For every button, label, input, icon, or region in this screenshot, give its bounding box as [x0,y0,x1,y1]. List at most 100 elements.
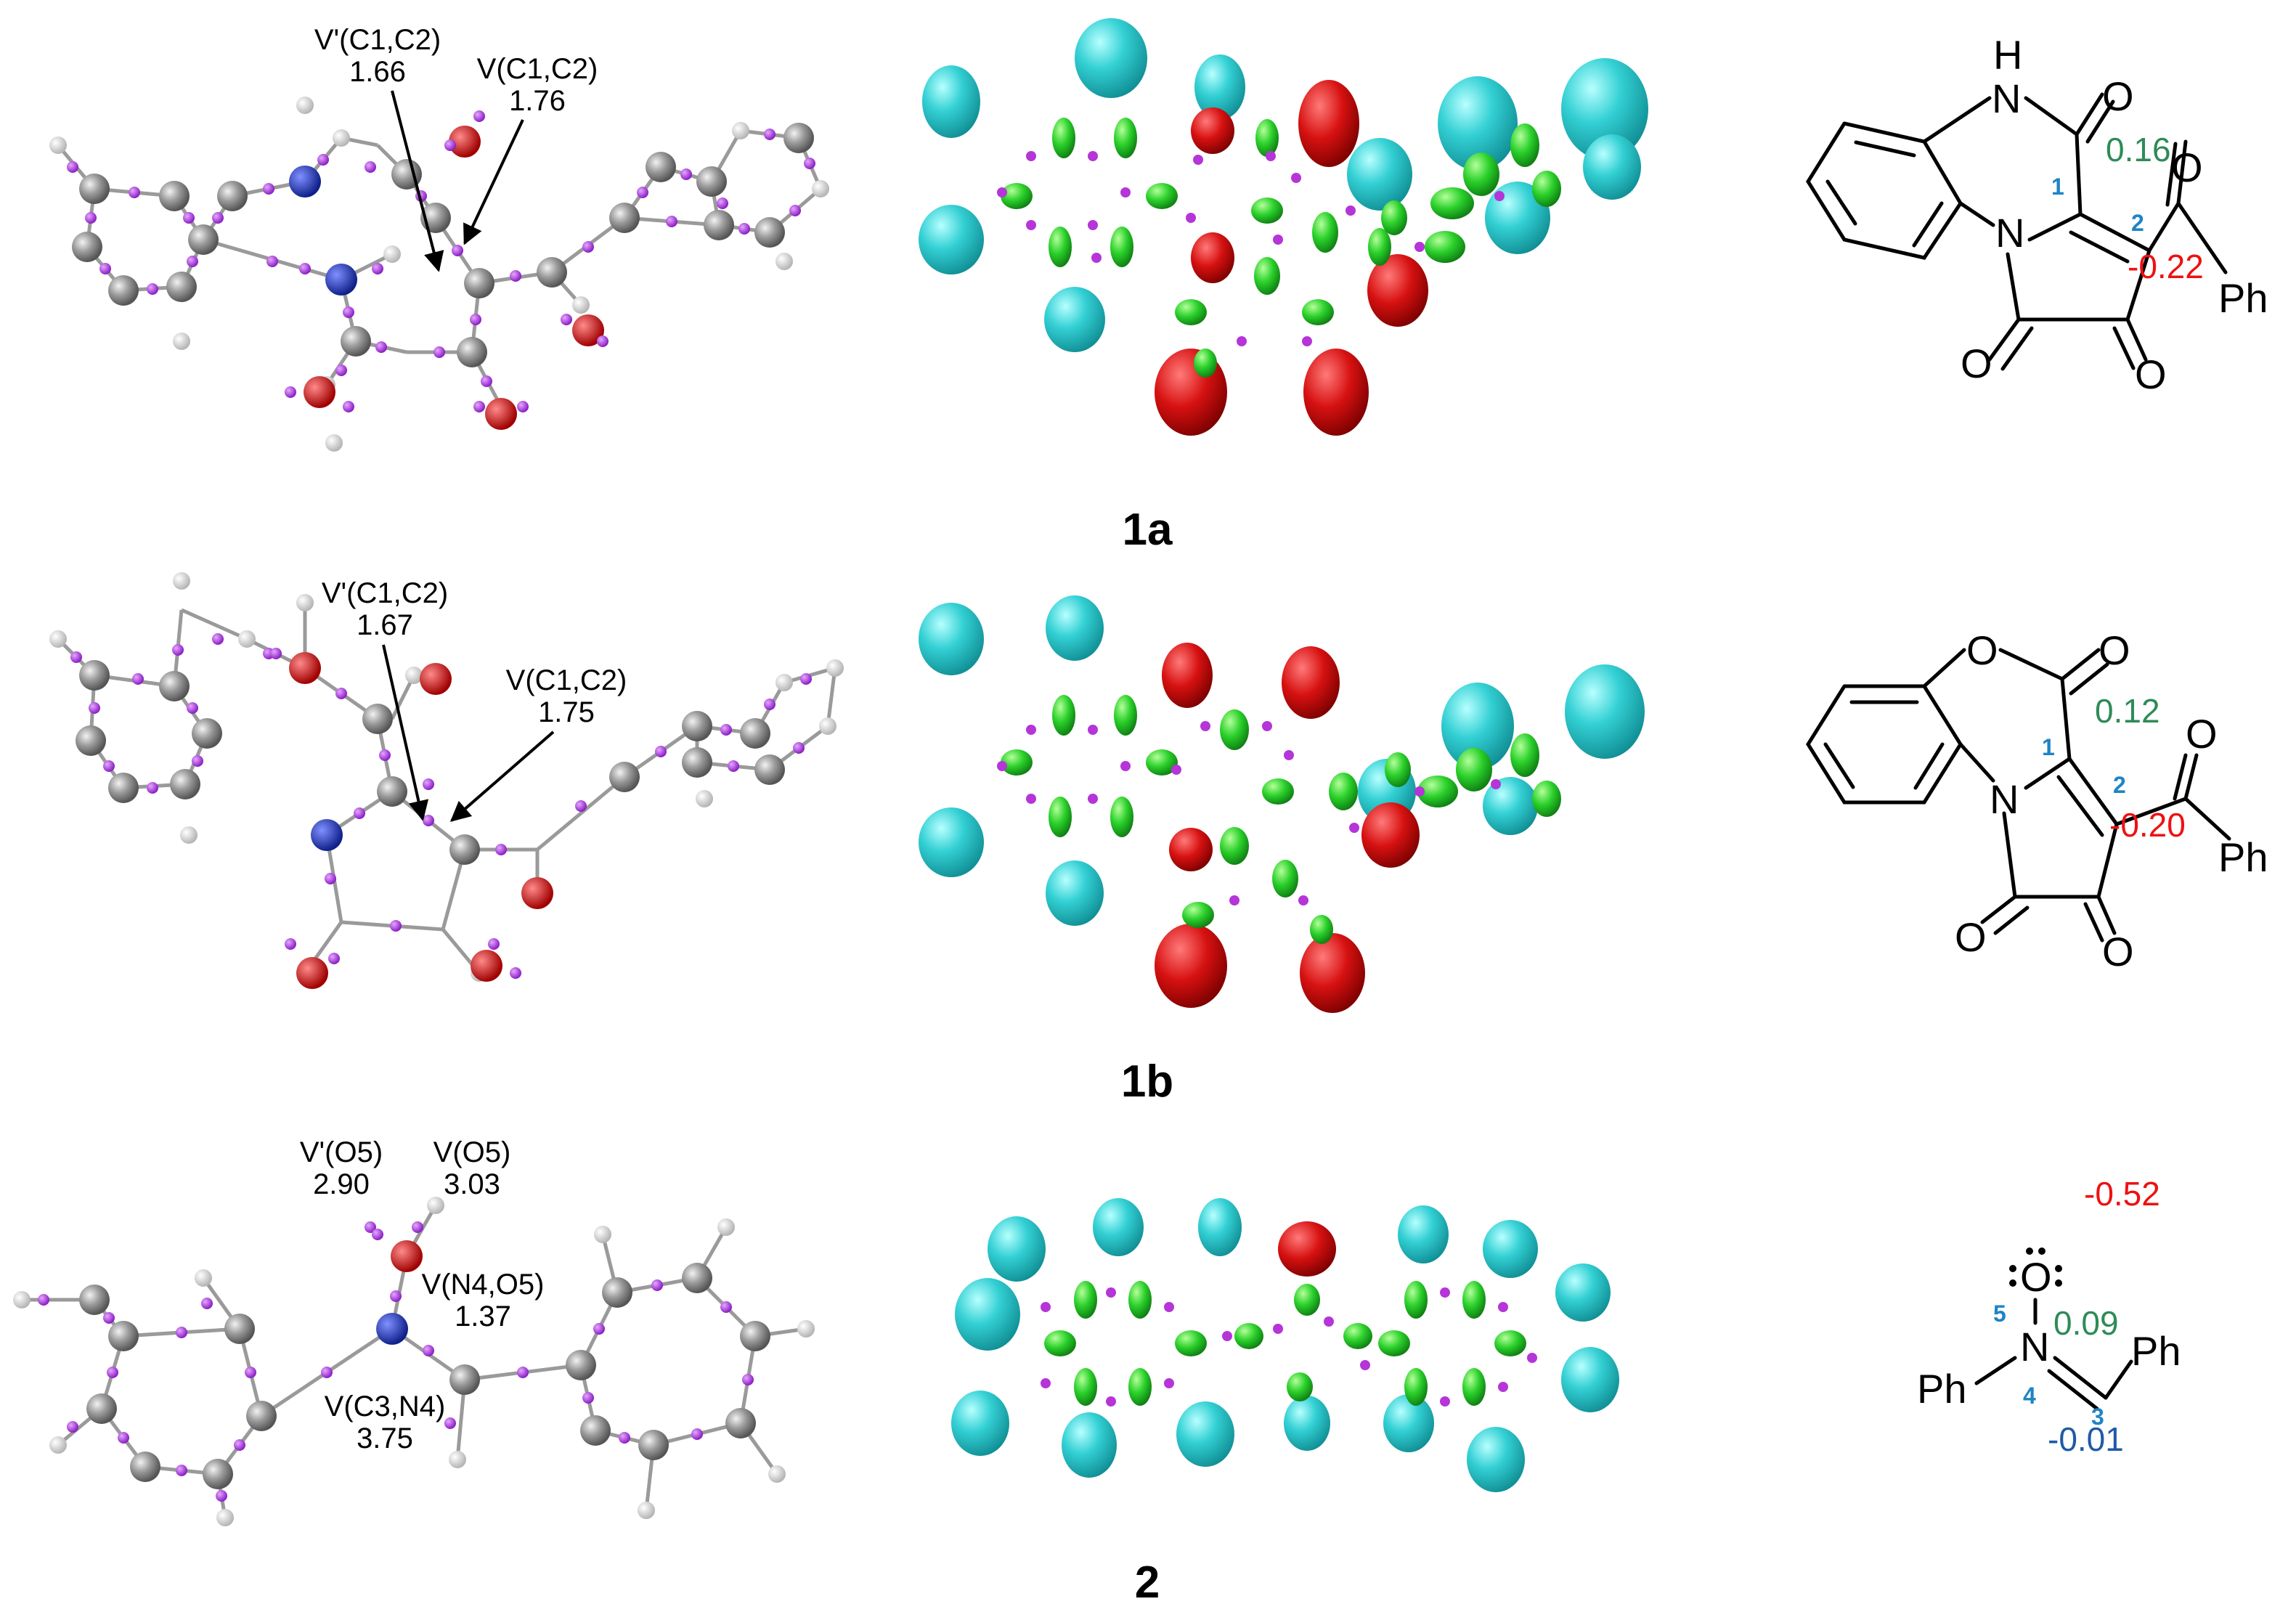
nitrogen-atom [325,264,357,296]
basin-point [488,938,500,950]
carbon-atom [192,718,222,749]
carbon-atom [580,1415,611,1446]
elf-lobe-bond [1001,749,1033,776]
vcn-value: 3.75 [357,1422,413,1454]
struct1a-charge-c1: 0.16 [2106,131,2171,168]
elf-attractor [1164,1378,1174,1388]
carbon-atom [682,711,712,741]
elf-lobe-hydrogen [1561,1347,1619,1412]
basin-point [728,760,739,772]
elf-attractor [1026,151,1036,161]
oxygen-atom [449,126,481,158]
hydrogen-atom [333,129,350,147]
basin-point [473,110,485,122]
elf-attractor [1120,187,1131,198]
carbon-atom [457,337,487,367]
elf-lobe-bond [1294,1284,1320,1316]
basin-point [375,341,387,353]
elf-attractor [1273,235,1283,245]
elf-lobe-bond [1251,198,1283,224]
basin-point [691,1428,703,1440]
arrow-vprime-1a [391,90,444,272]
hydrogen-atom [638,1502,655,1519]
elf-lobe-lonepair [1282,646,1340,719]
hydrogen-atom [449,1451,466,1468]
basin-point [335,365,347,376]
vcn-label: V(C3,N4) [325,1391,446,1422]
hydrogen-atom [296,97,314,114]
hydrogen-atom [173,333,190,350]
molecule-1a-atoms [49,97,829,452]
basin-point [85,212,97,224]
basin-point [651,1279,663,1291]
hydrogen-atom [49,630,67,648]
hydrogen-atom [216,1509,234,1526]
vprime-label-1b: V'(C1,C2) [322,577,448,609]
elf-attractor [1026,725,1036,735]
basin-point [365,161,376,173]
elf-lobe-hydrogen [1044,287,1105,352]
elf-attractor [1414,242,1425,252]
basin-point [234,1439,245,1451]
struct1b-charge-c2: -0.20 [2109,806,2186,844]
hydrogen-atom [768,1465,786,1483]
basin-point [793,742,805,754]
elf-lobe-bond [1510,733,1539,777]
elf-lobe-bond [1310,915,1333,944]
elf-lobe-bond [1175,1330,1207,1356]
carbon-atom [79,1285,110,1315]
basin-point [67,161,78,173]
elf-attractor [1088,151,1098,161]
elf-lobe-hydrogen [1555,1263,1611,1322]
oxygen-atom [471,950,502,982]
elf-lobe-bond [1532,171,1561,207]
basin-point [720,1301,732,1313]
elf-lobe-lonepair [1367,254,1428,327]
elf-lobe-lonepair [1303,349,1369,436]
carbon-atom [537,257,567,288]
elf-lobe-hydrogen [1561,58,1648,160]
carbon-atom [602,1277,632,1308]
elf-attractor [1237,336,1247,346]
elf-attractor [1302,336,1312,346]
carbon-atom [638,1430,669,1460]
elf-attractor [1491,779,1501,789]
elf-lobe-hydrogen [1093,1198,1144,1256]
elf-lobe-bond [1052,695,1075,736]
basin-point [103,760,115,772]
hydrogen-atom [427,1197,444,1214]
struct1a-O-top: O [2102,73,2134,119]
elf-lobe-lonepair [1169,828,1213,871]
basin-point [89,702,100,714]
struct1a-num2: 2 [2131,210,2144,236]
elf-attractor [1349,823,1359,833]
elf-attractor [1222,1331,1232,1341]
elf-lobe-bond [1049,227,1072,267]
elf-attractor [1440,1396,1450,1407]
basin-point [343,401,354,412]
elf-attractor [1262,721,1272,731]
carbon-atom [740,718,770,749]
hydrogen-atom [173,572,190,590]
carbon-atom [449,834,480,865]
elf-lobe-bond [1146,183,1178,209]
basin-point [764,699,775,710]
basin-point [510,270,521,282]
elf-attractor [1494,191,1505,201]
basin-point [655,746,667,757]
elf-attractor [1527,1353,1537,1363]
carbon-atom [108,275,139,306]
elf-lobe-hydrogen [1467,1427,1525,1492]
basin-point [38,1294,49,1306]
struct1a-charge-c2: -0.22 [2128,248,2204,285]
carbon-atom [224,1314,255,1344]
struct2-num4: 4 [2023,1383,2036,1409]
carbon-atom [783,123,814,153]
struct1b-O-right: O [2102,929,2134,974]
carbon-atom [79,174,110,204]
struct1b-O-left: O [1955,914,1987,960]
vo-prime-value: 2.90 [313,1168,370,1200]
elf-lobe-bond [1456,748,1492,791]
elf-lobe-hydrogen [919,205,984,274]
elf-attractor [1088,725,1098,735]
